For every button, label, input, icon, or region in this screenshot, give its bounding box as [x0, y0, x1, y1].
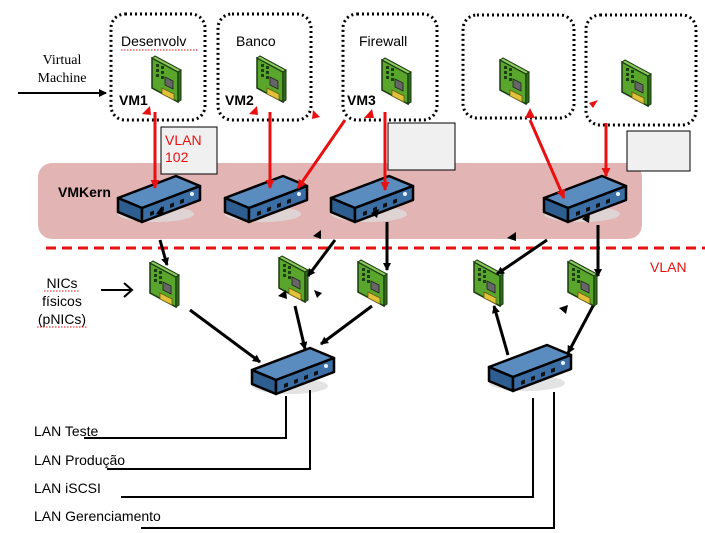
vlan-label: VLAN: [650, 259, 687, 275]
vm-box-5[interactable]: [584, 13, 698, 127]
vm-id: VM1: [119, 92, 148, 108]
physical-switch-2-icon[interactable]: [487, 343, 573, 393]
lan-label: LAN Produção: [34, 452, 125, 468]
lan-lines: [84, 390, 555, 529]
black-arrowheads: [156, 206, 590, 314]
svg-text:VLAN: VLAN: [165, 132, 202, 148]
lan-label: LAN Gerenciamento: [34, 508, 161, 524]
svg-text:102: 102: [165, 149, 189, 165]
empty-tag-box: [387, 122, 456, 171]
empty-tag-box: [626, 130, 691, 172]
vm-name: Firewall: [359, 33, 407, 49]
vmkernel-label: VMKern: [58, 184, 111, 200]
vm-box-2[interactable]: Banco VM2: [216, 12, 313, 122]
uplink-lines: [158, 222, 602, 364]
lan-label: LAN Teste: [34, 423, 99, 439]
physical-switch-1-icon[interactable]: [250, 346, 336, 396]
vm-name: Banco: [236, 33, 276, 49]
pnic-5-icon[interactable]: [567, 259, 598, 307]
nics-arrow: [101, 282, 134, 298]
vm-box-3[interactable]: Firewall VM3: [341, 12, 439, 122]
vm-name: Desenvolv: [121, 33, 186, 49]
lan-label: LAN iSCSI: [34, 480, 101, 496]
vlan-102-tag: VLAN 102: [160, 126, 218, 175]
nics-label-line3: (pNICs): [38, 311, 86, 327]
red-arrowheads: [142, 100, 598, 119]
vm-box-1[interactable]: Desenvolv VM1: [109, 12, 207, 122]
virtual-machine-label-line1: Virtual: [43, 53, 82, 68]
pnic-4-icon[interactable]: [473, 259, 504, 307]
pnic-1-icon[interactable]: [149, 260, 180, 308]
virtual-machine-label-line2: Machine: [38, 71, 87, 86]
vm-id: VM3: [347, 92, 376, 108]
vm-links: [150, 112, 611, 199]
vm-box-4[interactable]: [461, 13, 576, 120]
nics-label-line1: NICs: [46, 275, 77, 291]
pnic-3-icon[interactable]: [357, 259, 388, 307]
vm-id: VM2: [225, 92, 254, 108]
nics-label-line2: físicos: [42, 293, 82, 309]
